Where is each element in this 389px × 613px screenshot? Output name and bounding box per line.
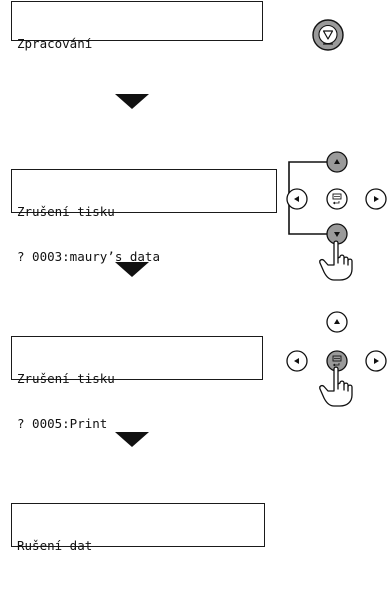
lcd-line-2: ? 0003:maury’s data xyxy=(17,249,160,264)
lcd-line-1: Rušení dat xyxy=(17,538,93,553)
up-arrow-button-icon[interactable] xyxy=(326,311,348,333)
pointing-hand-icon xyxy=(319,240,353,281)
up-arrow-button-icon[interactable] xyxy=(326,151,348,173)
lcd-display-step-4: Rušení dat xyxy=(11,503,265,553)
right-arrow-button-icon[interactable] xyxy=(365,188,387,210)
lcd-line-1: Zrušení tisku xyxy=(17,204,115,219)
operation-panel-step-3 xyxy=(286,311,387,407)
flow-arrow-down-icon xyxy=(115,262,149,277)
lcd-line-2: ? 0005:Print xyxy=(17,416,108,431)
lcd-display-step-1: Zpracování xyxy=(11,1,263,51)
left-arrow-button-icon[interactable] xyxy=(286,188,308,210)
ok-enter-button-icon[interactable] xyxy=(326,188,348,210)
lcd-display-step-2: Zrušení tisku ? 0003:maury’s data xyxy=(11,169,277,264)
lcd-line-1: Zpracování xyxy=(17,36,93,51)
lcd-line-1: Zrušení tisku xyxy=(17,371,115,386)
flow-arrow-down-icon xyxy=(115,432,149,447)
stop-button-icon[interactable] xyxy=(311,18,345,52)
operation-panel-step-2 xyxy=(286,151,387,281)
left-arrow-button-icon[interactable] xyxy=(286,350,308,372)
lcd-line-2 xyxy=(17,583,264,598)
flow-arrow-down-icon xyxy=(115,94,149,109)
right-arrow-button-icon[interactable] xyxy=(365,350,387,372)
lcd-display-step-3: Zrušení tisku ? 0005:Print xyxy=(11,336,263,431)
pointing-hand-icon xyxy=(319,366,353,407)
